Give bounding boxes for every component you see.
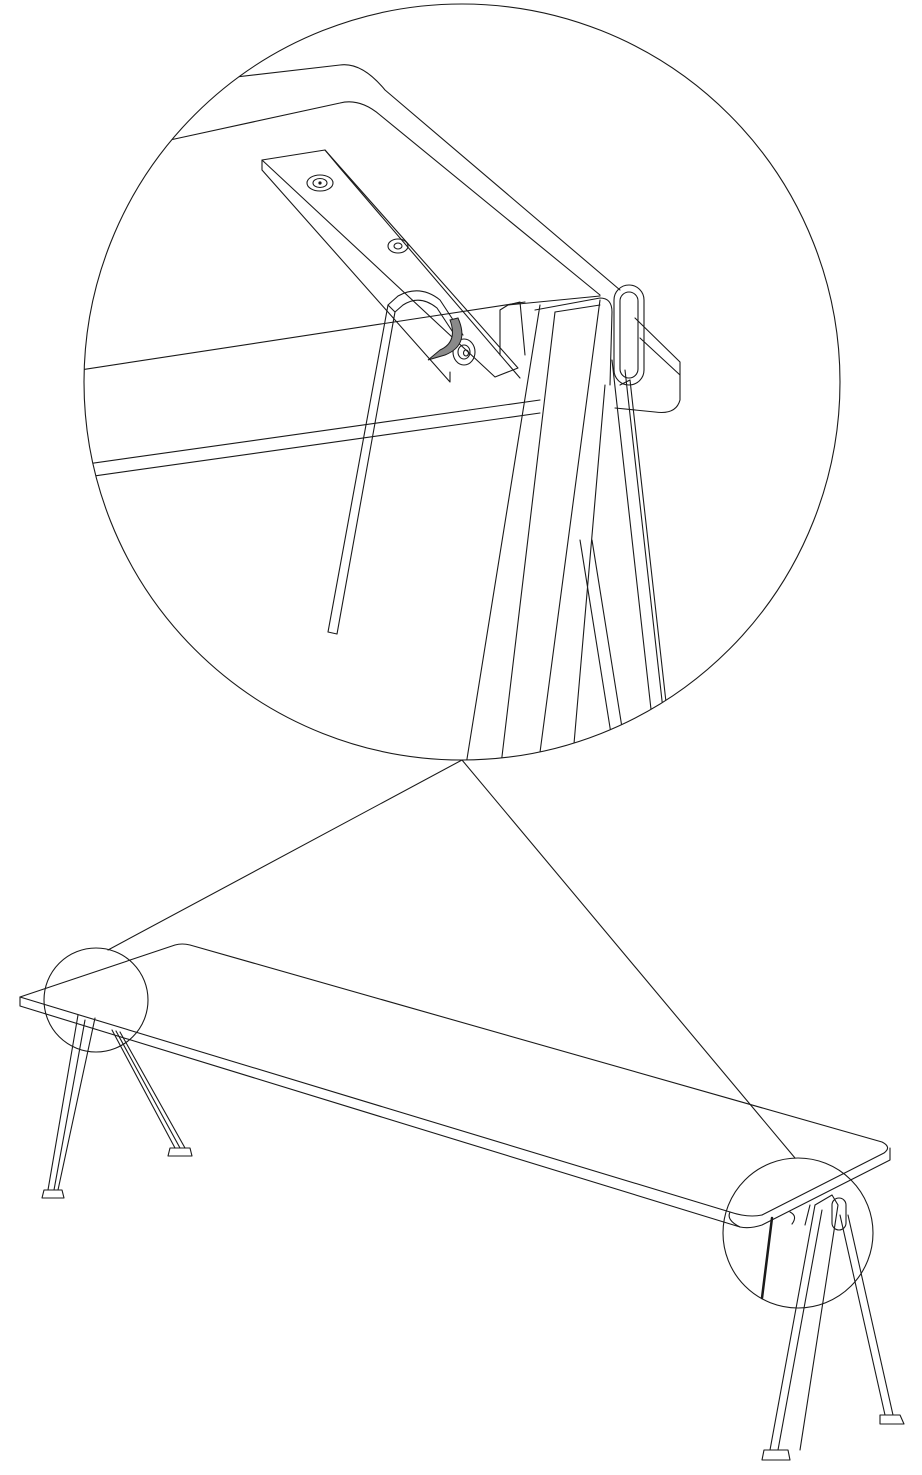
screw-icon <box>452 338 476 366</box>
overview-tabletop <box>19 943 891 1229</box>
detail-tabletop <box>84 64 681 479</box>
hex-key-icon <box>760 1211 796 1300</box>
detail-leg-knuckle <box>613 284 645 386</box>
rotate-arrow-icon <box>427 317 463 361</box>
left-corner-callout <box>43 947 149 1053</box>
detail-view <box>83 3 841 761</box>
overview-view <box>19 943 905 1461</box>
detail-leg <box>461 295 673 760</box>
screw-icon <box>387 238 409 254</box>
overview-legs-right <box>761 1194 905 1461</box>
right-corner-callout <box>722 1157 874 1309</box>
overview-legs-left <box>41 1014 193 1199</box>
callout-leader-lines <box>107 759 796 1159</box>
screw-icon <box>306 174 334 192</box>
hex-key-icon <box>327 290 464 635</box>
detail-mounting-bracket <box>261 149 521 383</box>
